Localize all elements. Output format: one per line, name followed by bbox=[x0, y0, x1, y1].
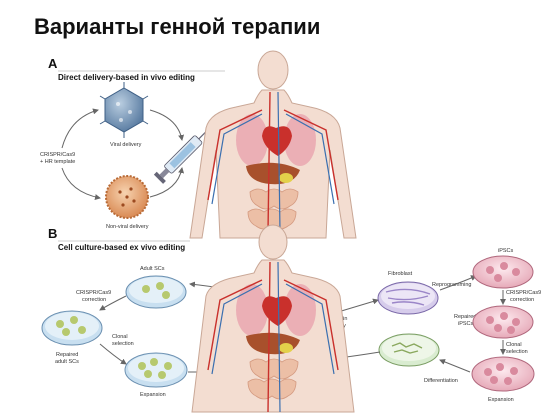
arrow-to-nonviral bbox=[61, 167, 101, 200]
crispr-label-line2: + HR template bbox=[40, 159, 75, 165]
arrow-nonviral-to-syringe bbox=[149, 167, 185, 198]
panel-b-heading: Cell culture-based ex vivo editing bbox=[58, 243, 185, 252]
expansion-left-label: Expansion bbox=[140, 392, 166, 398]
virus-icon bbox=[99, 82, 149, 138]
repaired-ipscs-label-2: iPSCs bbox=[458, 321, 474, 327]
ipscs-label: iPSCs bbox=[498, 248, 514, 254]
expansion-dish-right bbox=[471, 356, 535, 392]
panel-a-letter: A bbox=[48, 56, 58, 71]
ipscs-dish bbox=[472, 255, 534, 289]
viral-delivery-label: Viral delivery bbox=[110, 142, 142, 148]
fibroblast-label: Fibroblast bbox=[388, 271, 413, 277]
nonviral-delivery-label: Non-viral delivery bbox=[106, 224, 149, 230]
human-body-b bbox=[191, 224, 355, 413]
arrow-viral-to-syringe bbox=[149, 109, 185, 141]
panel-b-letter: B bbox=[48, 226, 57, 241]
panel-a-heading: Direct delivery-based in vivo editing bbox=[58, 73, 195, 82]
fibroblast-dish bbox=[377, 281, 439, 315]
clonal-right-label-1: Clonal bbox=[506, 342, 522, 348]
clonal-selection-left-2: selection bbox=[112, 341, 134, 347]
repaired-ipscs-label-1: Repaired bbox=[454, 314, 476, 320]
nanoparticle-icon bbox=[105, 175, 149, 219]
adult-scs-dish bbox=[125, 275, 187, 309]
repaired-ipscs-dish bbox=[472, 305, 534, 339]
crispr-correction-label-2: correction bbox=[82, 297, 106, 303]
reprogramming-label: Reprogramming bbox=[432, 282, 471, 288]
crispr-label-line1: CRISPR/Cas9 bbox=[40, 152, 75, 158]
human-body-a bbox=[189, 50, 357, 239]
page-title: Варианты генной терапии bbox=[34, 14, 321, 39]
clonal-selection-left-1: Clonal bbox=[112, 334, 128, 340]
repaired-adult-label-2: adult SCs bbox=[55, 359, 79, 365]
expansion-dish-left bbox=[124, 352, 188, 388]
crispr-right-label-2: correction bbox=[510, 297, 534, 303]
differentiation-label: Differentiation bbox=[424, 378, 458, 384]
differentiated-cells-dish bbox=[378, 333, 440, 367]
arrow-to-viral bbox=[61, 108, 99, 149]
crispr-correction-label-1: CRISPR/Cas9 bbox=[76, 290, 111, 296]
adult-scs-label: Adult SCs bbox=[140, 266, 165, 272]
panel-b: B Cell culture-based ex vivo editing Adu… bbox=[41, 226, 541, 403]
expansion-right-label: Expansion bbox=[488, 397, 514, 403]
repaired-adult-label-1: Repaired bbox=[56, 352, 78, 358]
clonal-right-label-2: selection bbox=[506, 349, 528, 355]
crispr-right-label-1: CRISPR/Cas9 bbox=[506, 290, 541, 296]
repaired-adult-scs-dish bbox=[41, 310, 103, 346]
panel-a: A Direct delivery-based in vivo editing … bbox=[40, 56, 225, 230]
